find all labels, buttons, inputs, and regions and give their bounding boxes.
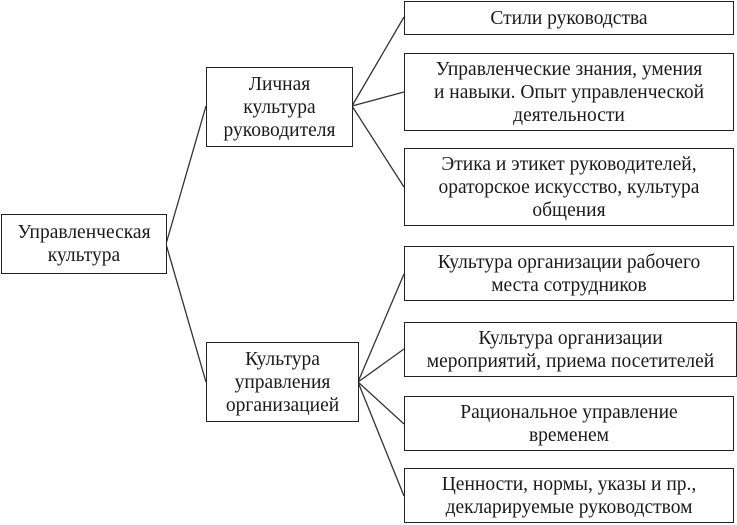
leaf-2-4-line-1: Ценности, нормы, указы и пр., [441,473,697,495]
connector-b1-c2 [351,91,405,107]
leaf-1-1-line-1: Стили руководства [490,7,648,29]
leaf-2-2-line-1: Культура организации [478,327,663,349]
leaf-time-management: Рациональное управление временем [404,396,734,451]
connector-b2-c4 [357,381,405,497]
leaf-2-1-line-1: Культура организации рабочего [437,251,701,273]
connector-b1-c3 [351,105,405,188]
leaf-1-3-line-2: ораторское искусство, культура [438,176,700,198]
branch-1-line-3: руководителя [223,119,336,141]
root-node: Управленческая культура [1,214,167,274]
leaf-2-2-line-2: мероприятий, приема посетителей [426,350,715,372]
branch-1-line-2: культура [243,96,316,118]
root-line-2: культура [47,245,121,266]
leaf-ethics-etiquette: Этика и этикет руководителей, ораторское… [404,148,734,226]
leaf-2-3-line-2: временем [528,424,610,446]
connector-b2-c3 [357,381,405,425]
connector-root-branch-1 [165,105,207,245]
connector-root-branch-2 [165,243,207,383]
connector-b1-c1 [351,16,405,107]
leaf-1-2-line-1: Управленческие знания, умения [435,58,703,80]
branch-2-line-1: Культура [245,348,320,370]
leaf-2-1-line-2: места сотрудников [491,274,647,296]
branch-1-line-1: Личная [248,73,311,95]
leaf-workplace-culture: Культура организации рабочего места сотр… [404,246,734,301]
leaf-events-culture: Культура организации мероприятий, приема… [404,322,737,377]
leaf-values-norms: Ценности, нормы, указы и пр., декларируе… [404,468,734,523]
leaf-1-2-line-3: деятельности [513,104,625,126]
leaf-1-2-line-2: и навыки. Опыт управленческой [433,81,705,103]
leaf-1-3-line-3: общения [532,199,606,221]
leaf-1-3-line-1: Этика и этикет руководителей, [441,153,697,175]
connector-b2-c2 [357,348,405,383]
branch-management-culture: Культура управления организацией [206,342,359,422]
leaf-2-3-line-1: Рациональное управление [460,401,678,423]
branch-2-line-3: организацией [225,394,340,416]
leaf-2-4-line-2: декларируемые руководством [445,496,693,518]
root-line-1: Управленческая [17,222,151,243]
branch-personal-culture: Личная культура руководителя [206,67,353,147]
connector-b2-c1 [357,273,405,383]
branch-2-line-2: управления [234,371,331,393]
leaf-leadership-styles: Стили руководства [404,1,734,35]
leaf-management-knowledge: Управленческие знания, умения и навыки. … [404,53,734,131]
